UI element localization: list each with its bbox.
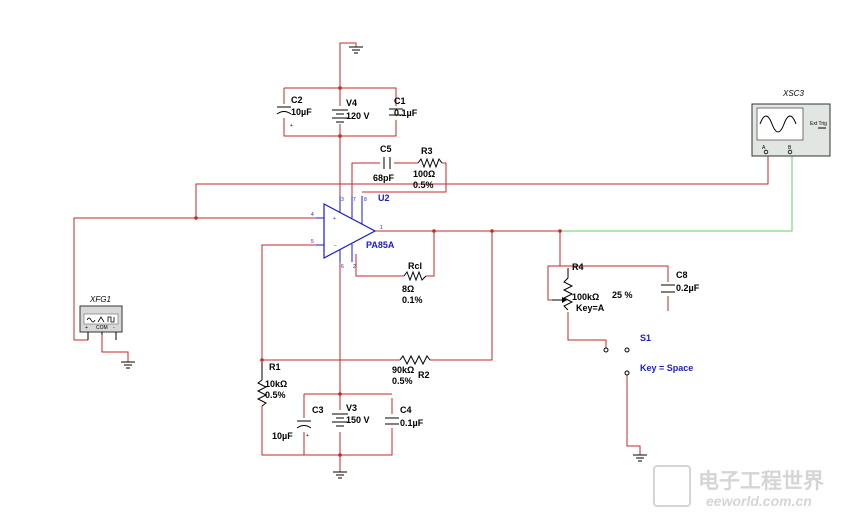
battery-v3[interactable]: V3 150 V [330,403,370,432]
capacitor-c3[interactable]: + C3 10µF [272,405,324,441]
xsc3-channel-b: B [788,145,792,151]
square-wave-icon [107,316,115,323]
oscilloscope-xsc3[interactable]: Ext Trig A B XSC3 [751,89,831,157]
c5-name: C5 [380,144,392,154]
junctions [194,86,562,457]
resistor-r3[interactable]: R3 100Ω 0.5% [413,146,443,190]
junction-dot [194,216,198,220]
c2-value: 10µF [291,107,312,117]
xfg1-terminal-plus: + [85,325,88,331]
ground-top [349,46,363,54]
rcl-name: Rcl [408,261,422,271]
s1-name: S1 [640,333,651,343]
r4-value: 100kΩ [572,292,599,302]
opamp-pin-5: 5 [311,239,314,245]
r3-tolerance: 0.5% [413,180,434,190]
c2-name: C2 [291,95,303,105]
resistor-r1[interactable]: R1 10kΩ 0.5% [256,362,287,407]
u2-name: U2 [378,193,390,203]
opamp-pin-8: 8 [364,197,367,203]
v4-value: 120 V [346,111,370,121]
xfg1-terminal-minus: - [113,325,115,331]
opamp-pin-2: 2 [353,264,356,270]
potentiometer-r4[interactable]: R4 100kΩ Key=A 25 % [552,262,633,313]
v3-value: 150 V [346,415,370,425]
scope-waveform-icon [759,115,797,133]
v3-name: V3 [346,403,357,413]
c1-name: C1 [394,96,406,106]
r3-name: R3 [421,146,433,156]
junction-dot [338,134,342,138]
capacitor-c2[interactable]: + C2 10µF [274,95,312,129]
junction-dot [490,229,494,233]
junction-dot [338,453,342,457]
r1-value: 10kΩ [265,379,287,389]
opamp-pin-4: 4 [311,212,314,218]
xfg1-terminal-com: COM [96,325,108,331]
triangle-wave-icon [97,316,105,323]
c3-polarity: + [306,433,309,439]
r2-name: R2 [418,370,430,380]
capacitor-c5[interactable]: C5 68pF [373,144,395,183]
c8-value: 0.2µF [676,283,700,293]
c1-value: 0.1µF [394,108,418,118]
v4-name: V4 [346,98,357,108]
function-generator-xfg1[interactable]: + COM - XFG1 [79,295,123,340]
s1-key: Key = Space [640,363,693,373]
resistor-r2[interactable]: 90kΩ R2 0.5% [392,354,431,386]
eeworld-watermark: 电子工程世界 eeworld.com.cn [653,465,824,509]
c4-name: C4 [400,405,412,415]
resistor-rcl[interactable]: Rcl 8Ω 0.1% [402,261,427,305]
xsc3-ext-trig: Ext Trig [810,121,827,127]
c3-name: C3 [312,405,324,415]
junction-dot [338,86,342,90]
capacitor-c8[interactable]: C8 0.2µF [658,270,700,311]
xsc3-name: XSC3 [782,89,804,98]
junction-dot [558,229,562,233]
wires [73,42,793,472]
junction-dot [338,392,342,396]
r1-name: R1 [269,362,281,372]
watermark-en: eeworld.com.cn [706,493,812,509]
r4-percent: 25 % [612,290,633,300]
junction-dot [260,358,264,362]
ground-switch [633,454,647,462]
opamp-u2[interactable]: + − 4 5 3 7 8 1 6 2 U2 PA85A [311,193,395,270]
rcl-value: 8Ω [402,284,414,294]
rcl-tolerance: 0.1% [402,295,423,305]
u2-part: PA85A [366,240,395,250]
c5-value: 68pF [373,173,395,183]
r3-value: 100Ω [413,169,435,179]
ground-bottom [333,471,347,479]
capacitor-c1[interactable]: C1 0.1µF [386,96,418,120]
r4-key: Key=A [576,303,605,313]
switch-s1[interactable]: S1 Key = Space [603,333,693,376]
opamp-pin-6: 6 [341,264,344,270]
battery-v4[interactable]: V4 120 V [330,98,370,124]
sine-wave-icon [86,317,96,323]
r2-value: 90kΩ [392,365,414,375]
c3-value: 10µF [272,431,293,441]
c8-name: C8 [676,270,688,280]
opamp-pin-3: 3 [341,197,344,203]
r1-tolerance: 0.5% [265,390,286,400]
watermark-cn: 电子工程世界 [698,470,824,493]
xfg1-name: XFG1 [89,295,111,304]
xsc3-channel-a: A [762,145,766,151]
junction-dot [432,229,436,233]
opamp-pin-7: 7 [353,197,356,203]
c4-value: 0.1µF [400,418,424,428]
r2-tolerance: 0.5% [392,376,413,386]
opamp-plus-sign: + [333,216,336,222]
opamp-pin-1: 1 [380,225,383,231]
c2-polarity: + [290,123,293,129]
capacitor-c4[interactable]: C4 0.1µF [382,405,424,428]
opamp-minus-sign: − [334,243,337,249]
ground-xfg [121,361,135,369]
r4-name: R4 [572,262,584,272]
eeworld-logo-icon [653,465,691,507]
